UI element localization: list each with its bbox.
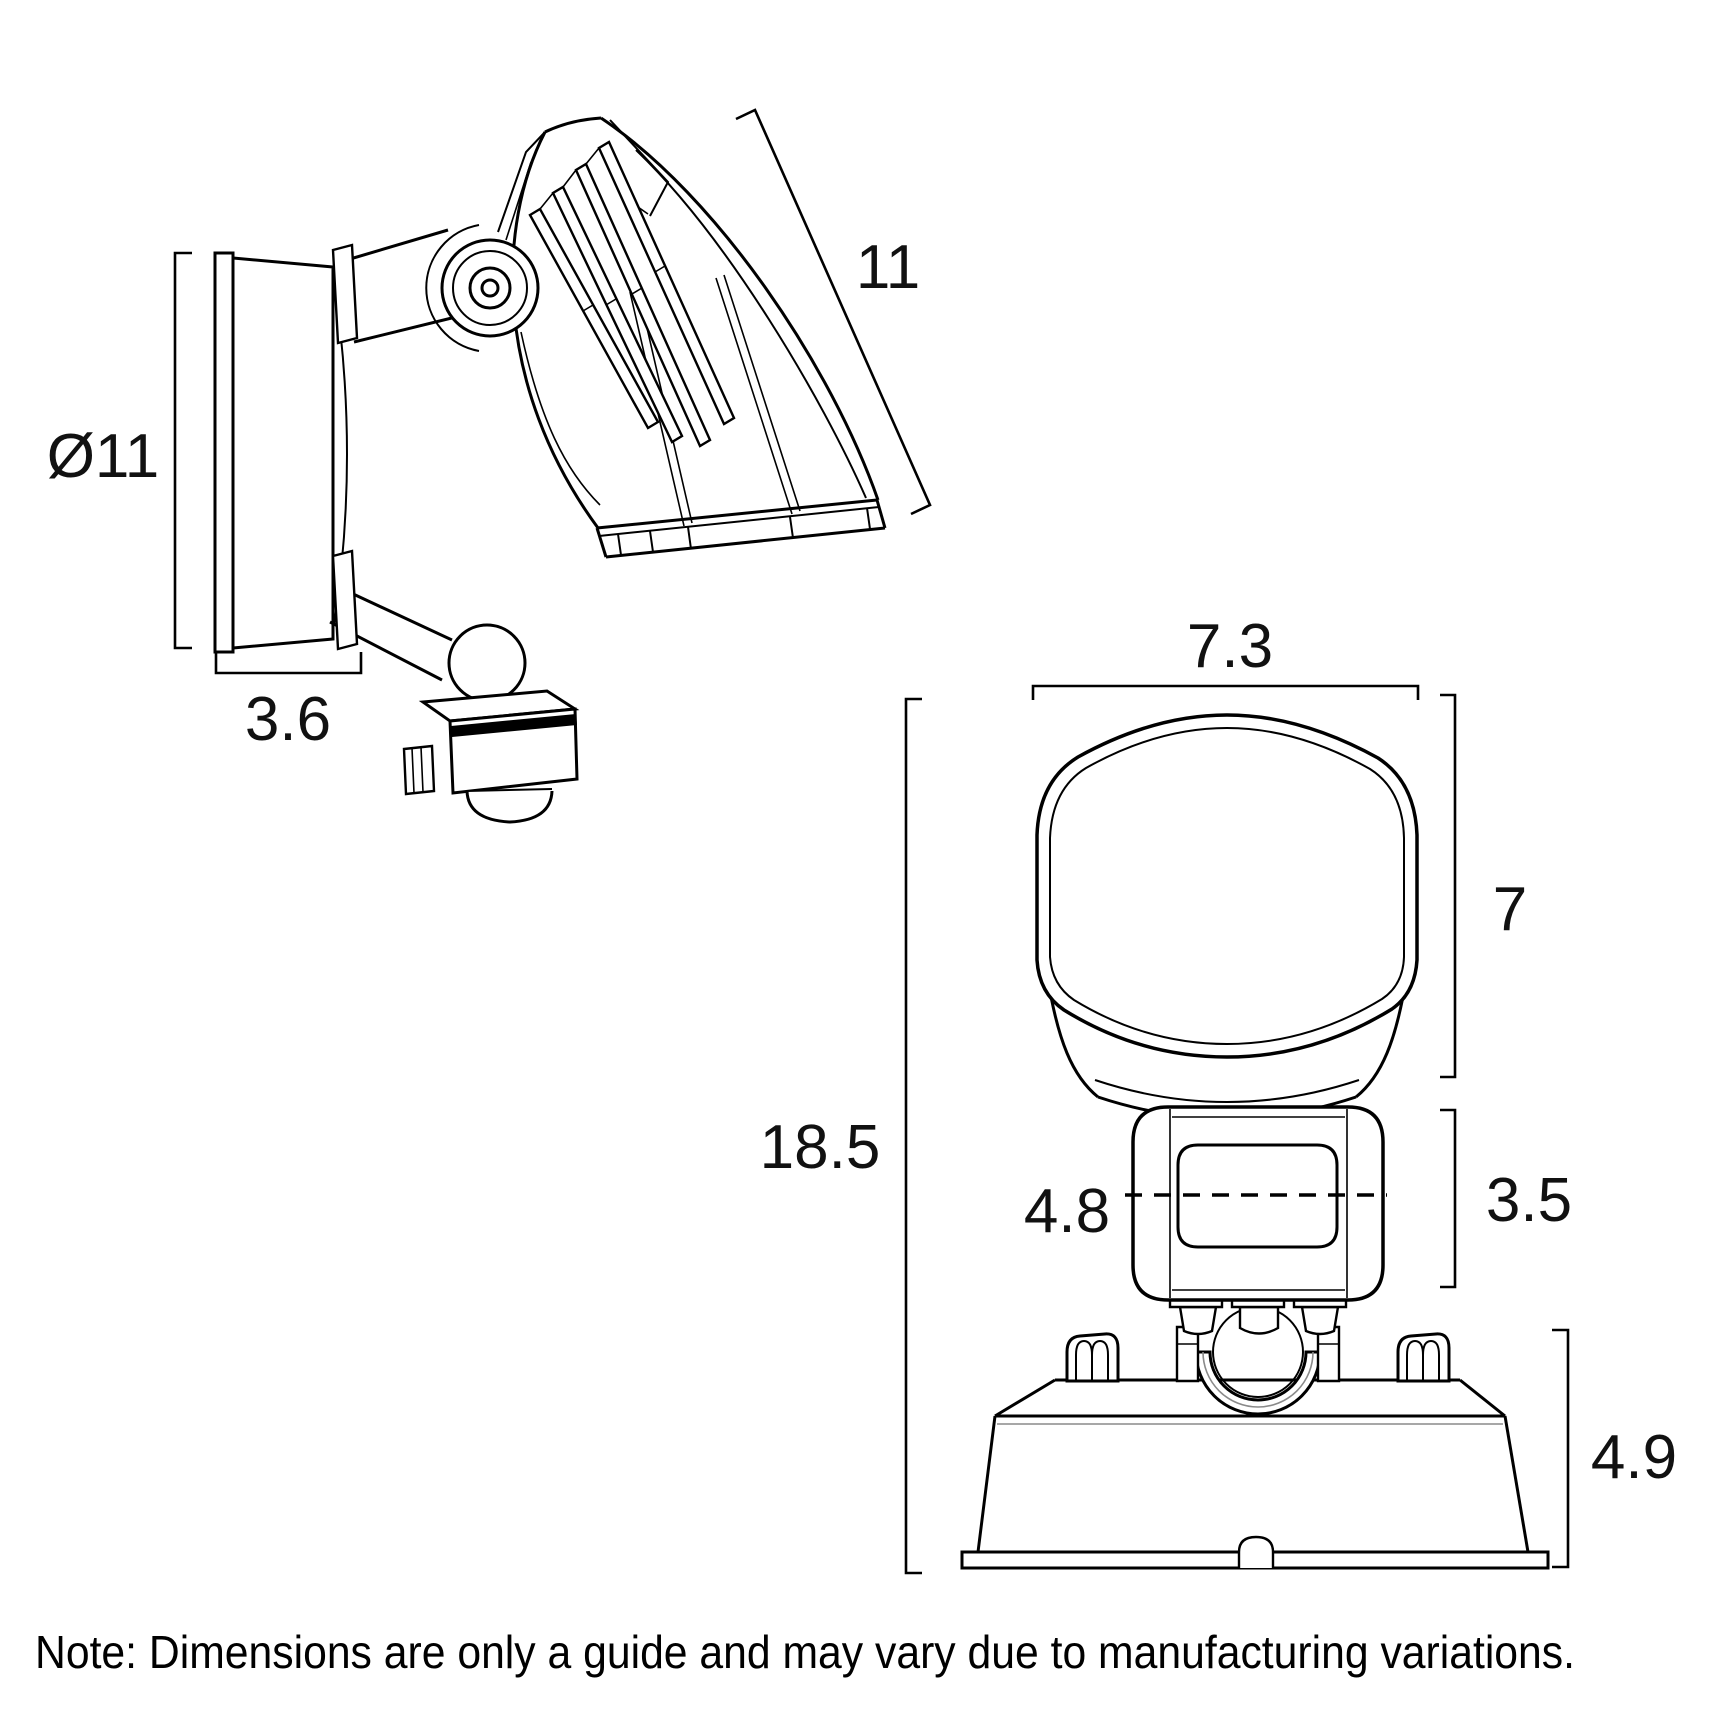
note-text: Note: Dimensions are only a guide and ma… [35, 1626, 1575, 1678]
side-ball-joint [447, 623, 527, 703]
front-dimensions: 7.3 18.5 7 3.5 4.8 4.9 [760, 612, 1677, 1575]
head-width-dim-line [1031, 684, 1420, 700]
head-width-label: 7.3 [1187, 612, 1273, 681]
sensor-width-label: 4.8 [1024, 1177, 1110, 1246]
side-dimensions: Ø11 3.6 11 [47, 108, 932, 754]
front-sensor [1125, 1105, 1387, 1302]
front-base-tab [1237, 1535, 1275, 1568]
front-view: 7.3 18.5 7 3.5 4.8 4.9 [760, 612, 1677, 1575]
base-height-dim-line [1552, 1328, 1570, 1569]
sensor-height-label: 3.5 [1486, 1166, 1572, 1235]
depth-label: 3.6 [245, 685, 331, 754]
front-mount-nuts [1065, 1332, 1451, 1383]
side-upper-arm [331, 228, 469, 345]
head-length-label: 11 [856, 233, 920, 302]
head-length-dim-line [735, 108, 932, 516]
base-height-label: 4.9 [1591, 1423, 1677, 1492]
side-head [497, 116, 887, 559]
side-wall-plate [213, 251, 348, 654]
side-hinge-knuckle [425, 224, 540, 352]
depth-dim-line [214, 652, 363, 675]
side-lower-arm [329, 549, 527, 703]
front-sensor-window [1176, 1143, 1339, 1249]
side-view: Ø11 3.6 11 [47, 108, 932, 824]
head-height-label: 7 [1493, 875, 1527, 944]
front-head-face [1035, 713, 1419, 1059]
sensor-height-dim-line [1440, 1108, 1457, 1289]
side-head-fins [528, 140, 736, 448]
overall-height-label: 18.5 [760, 1113, 881, 1182]
diameter-label: Ø11 [47, 422, 160, 491]
diameter-dim-line [173, 251, 192, 650]
side-sensor [402, 689, 580, 824]
front-base [960, 1378, 1550, 1570]
head-height-dim-line [1440, 693, 1457, 1079]
overall-height-dim-line [904, 697, 922, 1575]
